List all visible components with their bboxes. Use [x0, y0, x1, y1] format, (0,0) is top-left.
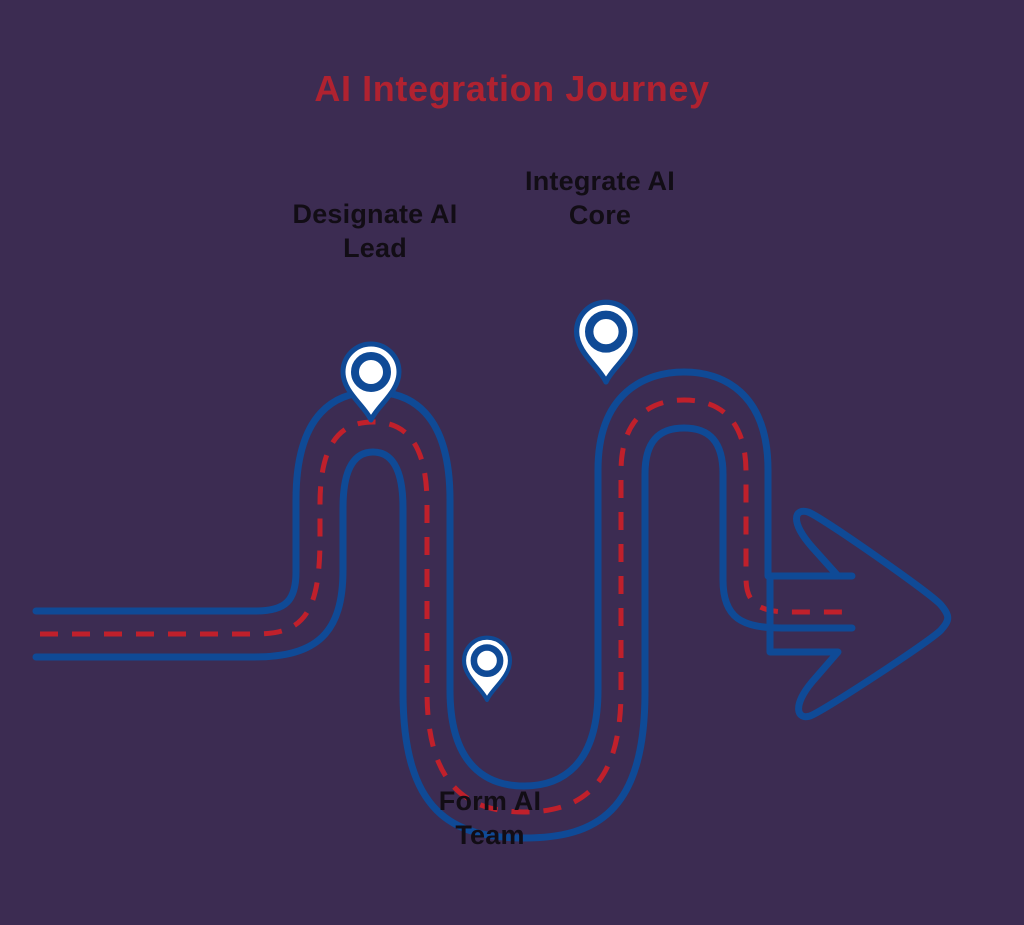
page-title: AI Integration Journey — [314, 68, 710, 109]
map-pin-integrate-ai-core[interactable] — [573, 299, 639, 385]
road-edge-outer — [32, 368, 856, 790]
road-centerline-dashes — [40, 397, 845, 815]
map-pin-ring — [351, 352, 391, 392]
step-label-form-ai-team: Form AI Team — [438, 786, 542, 850]
step-label-integrate-ai-core: Integrate AI Core — [525, 166, 675, 230]
map-pin-ring — [585, 310, 627, 353]
road-edge-inner — [32, 424, 856, 842]
map-pin-center-dot — [599, 324, 613, 339]
map-pin-designate-ai-lead[interactable] — [340, 341, 402, 423]
map-pin-form-ai-team[interactable] — [461, 635, 513, 703]
step-label-designate-ai-lead: Designate AI Lead — [292, 199, 458, 263]
map-pin-center-dot — [481, 655, 493, 666]
map-pin-ring — [470, 644, 504, 678]
map-pin-center-dot — [364, 365, 378, 379]
direction-arrow — [766, 507, 952, 721]
